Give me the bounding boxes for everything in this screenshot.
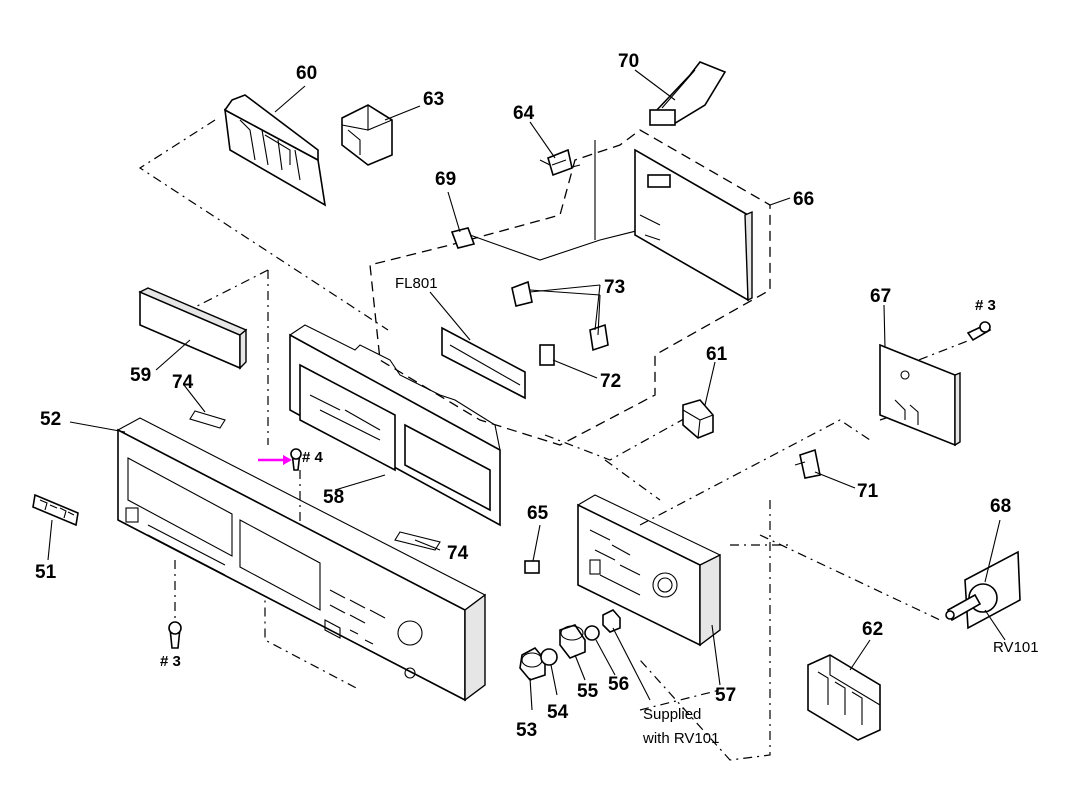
part-label-73: 73 xyxy=(604,277,626,298)
part-59-window xyxy=(138,287,248,370)
part-label-65: 65 xyxy=(527,503,549,524)
part-label-56: 56 xyxy=(608,674,630,695)
screw-front xyxy=(290,448,302,471)
part-label-74-top: 74 xyxy=(172,372,194,393)
part-71-clip xyxy=(794,448,821,479)
screw-label-front: # 4 xyxy=(302,449,323,466)
part-67-board xyxy=(879,343,961,447)
part-label-57: 57 xyxy=(715,685,737,706)
part-label-51: 51 xyxy=(35,562,57,583)
part-label-67: 67 xyxy=(870,286,892,307)
part-label-60: 60 xyxy=(296,63,318,84)
part-52-front-panel xyxy=(117,417,487,702)
fl801-label: FL801 xyxy=(395,275,438,292)
part-label-64: 64 xyxy=(513,103,535,124)
screw-top-right xyxy=(966,321,992,342)
screw-bottom-left xyxy=(168,621,182,649)
part-label-54: 54 xyxy=(547,702,569,723)
supplied-note-line-1: Supplied xyxy=(643,706,702,723)
part-68-rv101 xyxy=(945,550,1021,630)
part-label-59: 59 xyxy=(130,365,152,386)
part-label-70: 70 xyxy=(618,51,640,72)
part-72-block xyxy=(539,344,555,366)
part-51-sony-badge xyxy=(32,493,79,527)
part-label-66: 66 xyxy=(793,189,815,210)
part-label-63: 63 xyxy=(423,89,445,110)
part-label-62: 62 xyxy=(862,619,884,640)
part-74-labels xyxy=(189,410,441,551)
part-63-block xyxy=(341,104,393,166)
part-57-subpanel xyxy=(577,494,721,647)
fl801-display xyxy=(441,326,526,400)
leader-lines xyxy=(47,69,1006,711)
knob-assembly xyxy=(519,609,621,681)
screw-label-top-right: # 3 xyxy=(975,297,996,314)
part-label-71: 71 xyxy=(857,481,879,502)
part-label-74-bottom: 74 xyxy=(447,543,469,564)
part-61-knob-block xyxy=(682,399,714,439)
part-label-61: 61 xyxy=(706,344,728,365)
supplied-note-line-2: with RV101 xyxy=(643,730,720,747)
magenta-arrow xyxy=(258,455,292,465)
part-label-72: 72 xyxy=(600,371,622,392)
part-label-69: 69 xyxy=(435,169,457,190)
part-label-52: 52 xyxy=(40,409,62,430)
rv101-label: RV101 xyxy=(993,639,1039,656)
part-65-button xyxy=(524,560,540,574)
part-70-cable xyxy=(649,61,727,126)
part-66-board xyxy=(634,148,753,302)
part-label-68: 68 xyxy=(990,496,1012,517)
part-label-55: 55 xyxy=(577,681,599,702)
part-label-58: 58 xyxy=(323,487,345,508)
part-58-frame xyxy=(289,324,501,527)
part-62-bracket xyxy=(807,654,881,741)
part-label-53: 53 xyxy=(516,720,538,741)
screw-label-bottom-left: # 3 xyxy=(160,653,181,670)
part-69-block xyxy=(450,227,476,249)
part-60-bracket xyxy=(223,94,327,207)
